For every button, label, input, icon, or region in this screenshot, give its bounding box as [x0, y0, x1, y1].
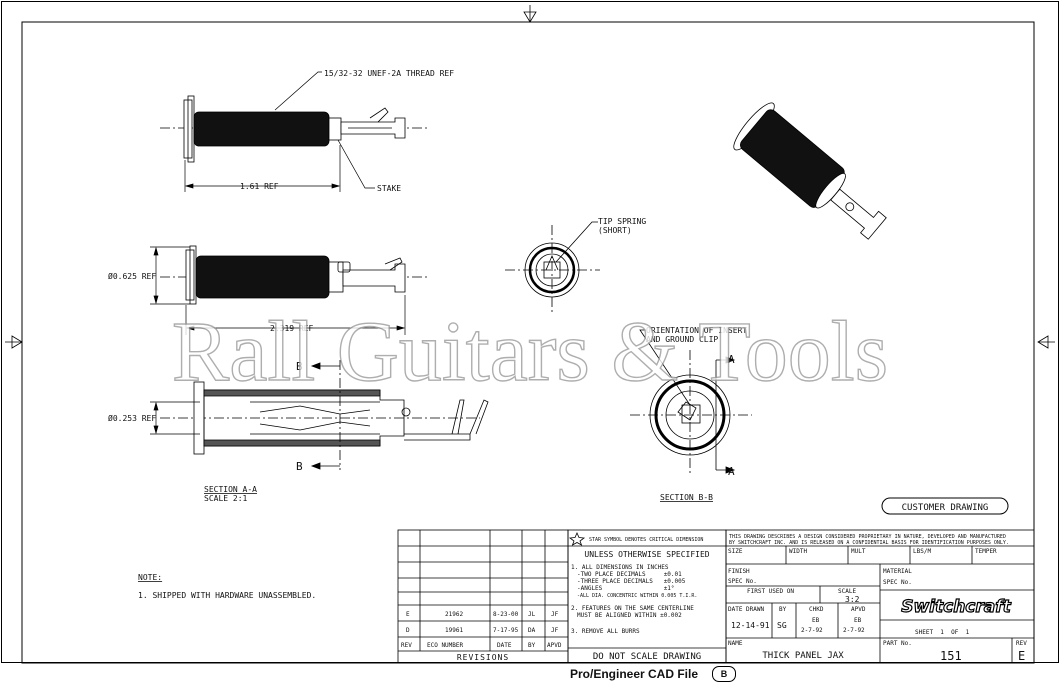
title-chkd-label: CHKD: [809, 606, 824, 613]
dim-diameter-section: [150, 401, 200, 435]
footer-badge: B: [712, 666, 736, 682]
diameter-callout-2: Ø0.253 REF: [108, 413, 156, 423]
title-width-label: WIDTH: [789, 548, 807, 555]
title-by-value: SG: [777, 621, 787, 630]
title-rev-label: REV: [1016, 640, 1027, 647]
title-block: [725, 529, 1035, 664]
rev-row-1-date: 8-23-00: [493, 611, 519, 618]
spec-note-2b: MUST BE ALIGNED WITHIN ±0.002: [577, 612, 682, 619]
title-apvd-label: APVD: [851, 606, 866, 613]
jack-end-view: [505, 221, 600, 315]
rev-header-eco: ECO NUMBER: [427, 642, 464, 649]
tip-spring-note: (SHORT): [598, 226, 632, 235]
rev-header-date: DATE: [497, 642, 512, 649]
title-spec-no-label-2: SPEC No.: [883, 579, 912, 586]
customer-drawing-badge: [881, 497, 1009, 515]
tip-spring-callout: TIP SPRING: [598, 217, 646, 226]
spec-note-3: 3. REMOVE ALL BURRS: [571, 628, 640, 635]
title-lbsm-label: LBS/M: [913, 548, 931, 555]
spec-note-1: 1. ALL DIMENSIONS IN INCHES: [571, 564, 669, 571]
section-a-a-view: [160, 360, 489, 470]
footer-label: Pro/Engineer CAD File: [570, 667, 699, 681]
title-date-drawn-label: DATE DRAWN: [728, 606, 765, 613]
star-icon: [568, 532, 586, 546]
rev-header-by: BY: [528, 642, 536, 649]
rev-header-apvd: APVD: [547, 642, 562, 649]
jack-side-view-top: [160, 95, 430, 163]
cut-label-a-top: A: [728, 353, 735, 366]
rev-row-1-rev: E: [406, 611, 410, 618]
rev-row-1-by: JL: [528, 611, 536, 618]
length-callout-2: 2.319 REF: [270, 324, 314, 333]
notes-item: 1. SHIPPED WITH HARDWARE UNASSEMBLED.: [138, 591, 316, 600]
stake-callout: STAKE: [377, 184, 401, 193]
title-sheet: SHEET 1 OF 1: [915, 629, 970, 636]
rev-row-2-rev: D: [406, 627, 410, 634]
centering-marks: [5, 5, 1055, 349]
switchcraft-logo: Switchcraft: [901, 597, 1011, 617]
spec-do-not-scale: DO NOT SCALE DRAWING: [593, 652, 701, 662]
orientation-callout-2: AND GROUND CLIP: [646, 335, 718, 344]
jack-side-view-middle: [160, 245, 430, 305]
title-spec-no-label: SPEC No.: [728, 578, 757, 585]
length-callout-1: 1.61 REF: [240, 182, 279, 191]
spec-note-1b: -THREE PLACE DECIMALS ±0.005: [577, 578, 686, 585]
title-scale-label: SCALE: [838, 588, 856, 595]
notes-heading: NOTE:: [138, 573, 162, 582]
title-rev-value: E: [1018, 649, 1025, 663]
section-aa-title: SECTION A-A: [204, 485, 257, 494]
title-scale-value: 3:2: [845, 595, 860, 604]
title-first-used-label: FIRST USED ON: [747, 588, 794, 595]
title-size-label: SIZE: [728, 548, 743, 555]
title-temper-label: TEMPER: [975, 548, 997, 555]
title-date-value: 12-14-91: [731, 621, 770, 630]
title-apvd-value-2: 2-7-92: [843, 627, 865, 634]
spec-note-1d: -ALL DIA. CONCENTRIC WITHIN 0.005 T.I.R.: [577, 593, 697, 599]
thread-callout: 15/32-32 UNEF-2A THREAD REF: [324, 69, 454, 78]
cut-label-b-top: B: [296, 360, 303, 373]
rev-row-1-apvd: JF: [551, 611, 559, 618]
title-by-label: BY: [779, 606, 787, 613]
rev-row-1-eco: 21962: [445, 611, 463, 618]
title-name-label: NAME: [728, 640, 743, 647]
spec-note-1c: -ANGLES ±1°: [577, 585, 675, 592]
title-apvd-value-1: EB: [854, 617, 862, 624]
jack-isometric-view: [733, 102, 887, 240]
dim-length-top: [184, 71, 375, 192]
section-bb-title: SECTION B-B: [660, 493, 713, 502]
watermark-text: Rall Guitars & Tools: [172, 303, 888, 399]
spec-star-note: STAR SYMBOL DENOTES CRITICAL DIMENSION: [589, 537, 703, 543]
dim-diameter-middle: [150, 246, 406, 335]
title-part-value: 151: [940, 649, 962, 663]
title-material-label: MATERIAL: [883, 568, 912, 575]
title-disclaimer-2: BY SWITCHCRAFT INC. AND IS RELEASED ON A…: [729, 540, 1009, 546]
rev-row-2-by: DA: [528, 627, 536, 634]
section-b-b-view: [630, 329, 752, 475]
rev-row-2-apvd: JF: [551, 627, 559, 634]
spec-note-1a: -TWO PLACE DECIMALS ±0.01: [577, 571, 682, 578]
title-finish-label: FINISH: [728, 568, 750, 575]
title-disclaimer-1: THIS DRAWING DESCRIBES A DESIGN CONSIDER…: [729, 534, 1006, 540]
customer-drawing-label: CUSTOMER DRAWING: [902, 503, 989, 513]
title-chkd-value-1: EB: [812, 617, 820, 624]
revisions-title: REVISIONS: [457, 653, 509, 662]
diameter-callout-1: Ø0.625 REF: [108, 271, 156, 281]
spec-note-2a: 2. FEATURES ON THE SAME CENTERLINE: [571, 605, 694, 612]
rev-row-2-eco: 19961: [445, 627, 463, 634]
spec-unless: UNLESS OTHERWISE SPECIFIED: [584, 550, 709, 559]
section-aa-scale: SCALE 2:1: [204, 494, 248, 503]
rev-row-2-date: 7-17-95: [493, 627, 519, 634]
title-chkd-value-2: 2-7-92: [801, 627, 823, 634]
rev-header-rev: REV: [401, 642, 412, 649]
title-mult-label: MULT: [851, 548, 866, 555]
orientation-callout: ORIENTATION OF INSERT: [646, 326, 747, 335]
title-name-value: THICK PANEL JAX: [762, 651, 844, 661]
title-part-label: PART No.: [883, 640, 912, 647]
cut-label-b-bottom: B: [296, 460, 303, 473]
cut-label-a-bottom: A: [728, 465, 735, 478]
revisions-table: [397, 529, 569, 664]
